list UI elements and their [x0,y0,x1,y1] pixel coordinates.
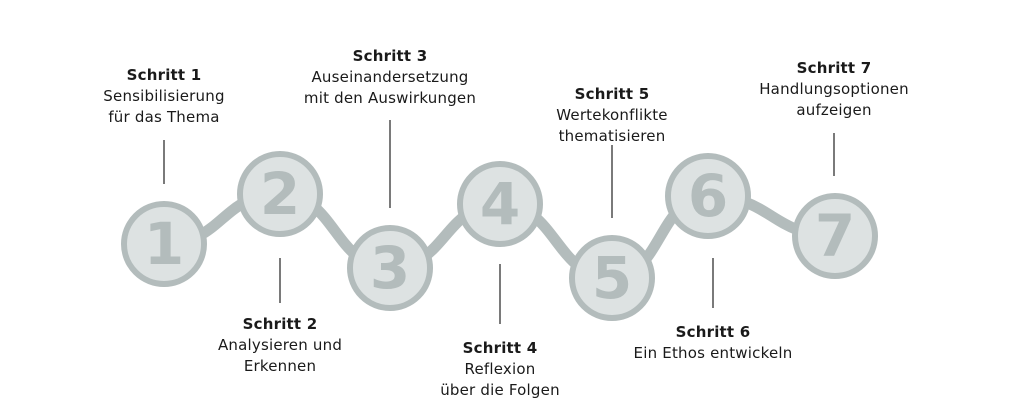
step-title-3: Schritt 3 [352,47,428,65]
step-label-3: Schritt 3 Auseinandersetzung mit den Auswi… [270,46,510,109]
step-description-4-line-1: Reflexion [464,360,536,378]
step-number-7: 7 [815,202,855,270]
step-title-2: Schritt 2 [242,315,318,333]
step-number-5: 5 [592,244,632,312]
step-label-4: Schritt 4 Reflexion über die Folgen [380,338,620,401]
step-circle-3 [347,225,433,311]
step-node-group: 1 2 3 4 56 7 [121,151,878,321]
step-label-6: Schritt 6 Ein Ethos entwickeln [593,322,833,364]
step-node-7: 7 [792,193,878,279]
step-title-4: Schritt 4 [462,339,538,357]
step-description-5-line-1: Wertekonflikte [556,106,668,124]
step-description-4-line-2: über die Folgen [440,381,560,399]
step-description-7-line-1: Handlungsoptionen [759,80,909,98]
step-node-5: 5 [569,235,655,321]
step-description-7-line-2: aufzeigen [796,101,872,119]
step-title-5: Schritt 5 [574,85,650,103]
step-node-4: 4 [457,161,543,247]
step-description-3-line-2: mit den Auswirkungen [303,89,477,107]
step-description-2-line-2: Erkennen [243,357,317,375]
step-number-1: 1 [144,210,184,278]
step-label-7: Schritt 7 Handlungsoptionen aufzeigen [714,58,954,121]
step-circle-5 [569,235,655,321]
step-number-3: 3 [370,234,410,302]
step-title-1: Schritt 1 [126,66,202,84]
step-description-3-line-1: Auseinandersetzung [311,68,469,86]
step-circle-1 [121,201,207,287]
step-circle-7 [792,193,878,279]
step-label-1: Schritt 1 Sensibilisierung für das Thema [44,65,284,128]
leader-line-group [163,120,835,324]
step-description-2-line-1: Analysieren und [217,336,343,354]
step-title-6: Schritt 6 [675,323,751,341]
step-node-6: 6 [665,153,751,239]
step-circle-4 [457,161,543,247]
step-number-6: 6 [688,162,728,230]
step-node-1: 1 [121,201,207,287]
step-description-5-line-2: thematisieren [558,127,666,145]
step-node-2: 2 [237,151,323,237]
step-description-1-line-2: für das Thema [108,108,220,126]
step-node-3: 3 [347,225,433,311]
step-label-5: Schritt 5 Wertekonflikte thematisieren [492,84,732,147]
step-title-7: Schritt 7 [796,59,872,77]
step-circle-6 [665,153,751,239]
step-description-6-line-1: Ein Ethos entwickeln [633,344,793,362]
step-number-2: 2 [260,160,300,228]
step-description-1-line-1: Sensibilisierung [103,87,225,105]
step-number-4: 4 [480,170,520,238]
step-circle-2 [237,151,323,237]
